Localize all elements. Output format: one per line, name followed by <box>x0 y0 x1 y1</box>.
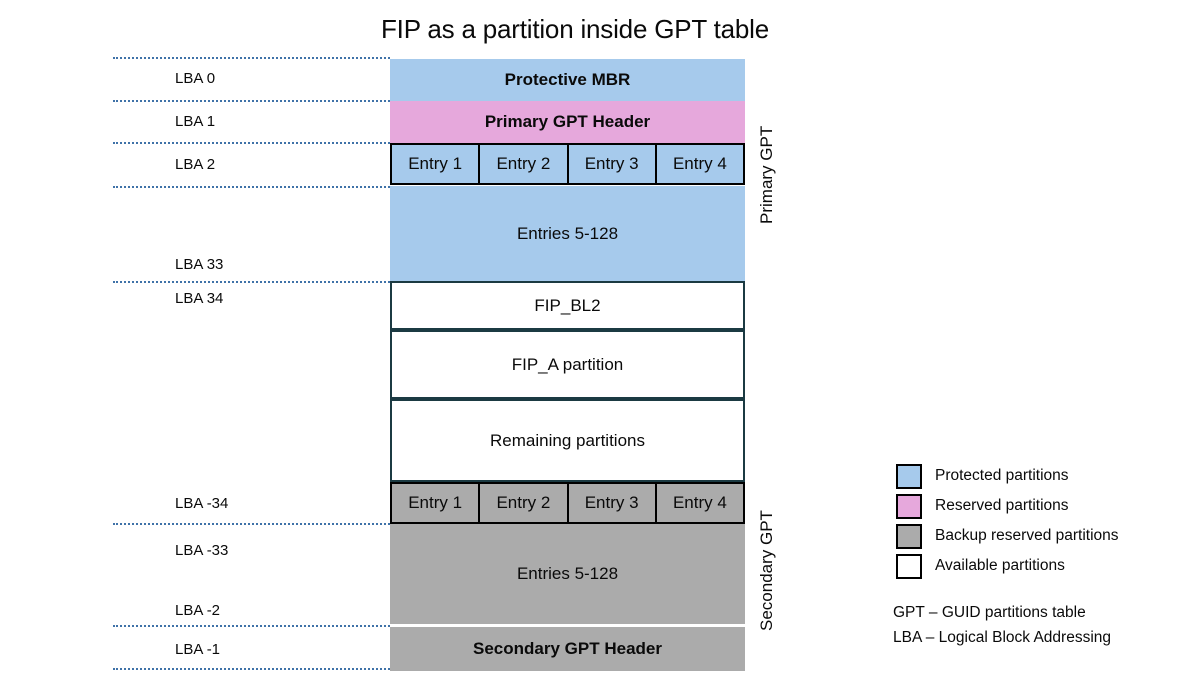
gpt-entry-cell: Entry 3 <box>566 143 657 185</box>
partition-block: Remaining partitions <box>390 399 745 482</box>
gpt-entry-cell: Entry 1 <box>390 482 481 524</box>
lba-label: LBA 2 <box>175 156 216 173</box>
legend-color-swatch <box>896 493 922 519</box>
legend-item: Available partitions <box>896 551 1119 581</box>
partition-block: Protective MBR <box>390 59 745 101</box>
partition-block: FIP_BL2 <box>390 281 745 330</box>
lba-label: LBA -34 <box>175 495 229 512</box>
lba-guide-line <box>113 523 390 525</box>
lba-guide-line <box>113 186 390 188</box>
legend-item: Protected partitions <box>896 461 1119 491</box>
lba-label: LBA 1 <box>175 113 216 130</box>
partition-block: Entries 5-128 <box>390 186 745 281</box>
lba-label: LBA 33 <box>175 256 224 273</box>
gpt-section-label: Secondary GPT <box>757 509 776 631</box>
legend-color-swatch <box>896 553 922 579</box>
legend-item-label: Reserved partitions <box>935 497 1069 514</box>
abbreviation-line: GPT – GUID partitions table <box>893 604 1086 621</box>
lba-guide-line <box>113 625 390 627</box>
partition-block: FIP_A partition <box>390 330 745 399</box>
legend-item-label: Protected partitions <box>935 467 1069 484</box>
partition-block: Primary GPT Header <box>390 101 745 143</box>
gpt-entry-cell: Entry 1 <box>390 143 481 185</box>
legend-item: Backup reserved partitions <box>896 521 1119 551</box>
page-title: FIP as a partition inside GPT table <box>380 14 770 44</box>
lba-guide-line <box>113 142 390 144</box>
partition-block: Entries 5-128 <box>390 524 745 624</box>
gpt-entry-cell: Entry 2 <box>478 482 569 524</box>
gpt-section-label: Primary GPT <box>757 125 776 224</box>
lba-guide-line <box>113 668 390 670</box>
partition-block: Secondary GPT Header <box>390 627 745 671</box>
legend-color-swatch <box>896 463 922 489</box>
legend-color-swatch <box>896 523 922 549</box>
legend-item-label: Backup reserved partitions <box>935 527 1119 544</box>
lba-label: LBA 34 <box>175 290 224 307</box>
abbreviation-line: LBA – Logical Block Addressing <box>893 629 1111 646</box>
legend-item: Reserved partitions <box>896 491 1119 521</box>
lba-label: LBA -33 <box>175 542 229 559</box>
gpt-entry-cell: Entry 3 <box>566 482 657 524</box>
lba-label: LBA -2 <box>175 602 221 619</box>
gpt-entry-cell: Entry 4 <box>654 482 745 524</box>
lba-guide-line <box>113 57 390 59</box>
gpt-entry-cell: Entry 4 <box>654 143 745 185</box>
gpt-entry-cell: Entry 2 <box>478 143 569 185</box>
lba-label: LBA -1 <box>175 641 221 658</box>
lba-label: LBA 0 <box>175 70 216 87</box>
lba-guide-line <box>113 281 390 283</box>
lba-guide-line <box>113 100 390 102</box>
legend-item-label: Available partitions <box>935 557 1065 574</box>
